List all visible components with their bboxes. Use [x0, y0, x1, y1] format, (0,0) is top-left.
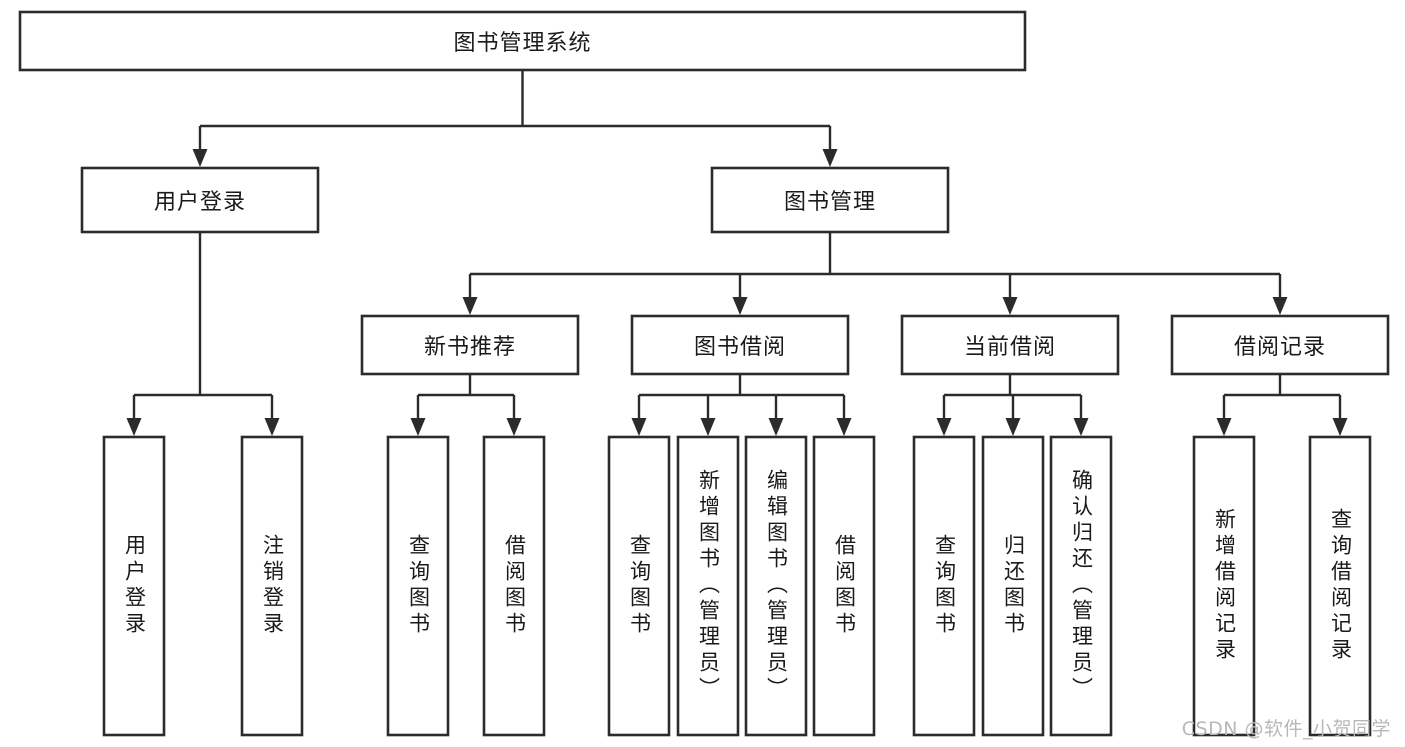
node-box-leaf-add-borrow-record[interactable]	[1192, 435, 1256, 737]
node-box-leaf-query-borrow-record[interactable]	[1308, 435, 1372, 737]
arrow-head-icon	[1005, 418, 1021, 436]
arrow-head-icon	[1216, 418, 1232, 436]
arrow-head-icon	[1002, 297, 1018, 315]
node-box-leaf-confirm-return-admin[interactable]	[1049, 435, 1113, 737]
arrow-head-icon	[768, 418, 784, 436]
node-box-leaf-add-book-admin[interactable]	[676, 435, 740, 737]
node-box-leaf-logout-login[interactable]	[240, 435, 304, 737]
node-box-borrow-records[interactable]	[1170, 314, 1390, 376]
arrow-head-icon	[1332, 418, 1348, 436]
node-box-book-management[interactable]	[710, 166, 950, 234]
node-box-user-login[interactable]	[80, 166, 320, 234]
arrow-head-icon	[1272, 297, 1288, 315]
arrow-head-icon	[732, 297, 748, 315]
arrow-head-icon	[506, 418, 522, 436]
node-box-current-borrow[interactable]	[900, 314, 1120, 376]
arrow-head-icon	[836, 418, 852, 436]
node-box-new-book-recommend[interactable]	[360, 314, 580, 376]
node-box-root[interactable]	[18, 10, 1027, 72]
arrow-head-icon	[410, 418, 426, 436]
node-box-book-borrow[interactable]	[630, 314, 850, 376]
node-box-leaf-query-book-borrow[interactable]	[607, 435, 671, 737]
node-box-leaf-borrow-book[interactable]	[812, 435, 876, 737]
arrow-head-icon	[264, 418, 280, 436]
arrow-head-icon	[1073, 418, 1089, 436]
node-box-leaf-user-login[interactable]	[102, 435, 166, 737]
arrow-head-icon	[700, 418, 716, 436]
arrow-head-icon	[631, 418, 647, 436]
arrow-head-icon	[936, 418, 952, 436]
node-box-leaf-borrow-book-rec[interactable]	[482, 435, 546, 737]
node-box-leaf-query-book-current[interactable]	[912, 435, 976, 737]
node-box-leaf-return-book[interactable]	[981, 435, 1045, 737]
boxes-layer	[18, 10, 1390, 737]
edges-layer	[126, 70, 1348, 436]
node-box-leaf-query-book-rec[interactable]	[386, 435, 450, 737]
arrow-head-icon	[822, 149, 838, 167]
arrow-head-icon	[126, 418, 142, 436]
arrow-head-icon	[192, 149, 208, 167]
arrow-head-icon	[462, 297, 478, 315]
node-box-leaf-edit-book-admin[interactable]	[744, 435, 808, 737]
